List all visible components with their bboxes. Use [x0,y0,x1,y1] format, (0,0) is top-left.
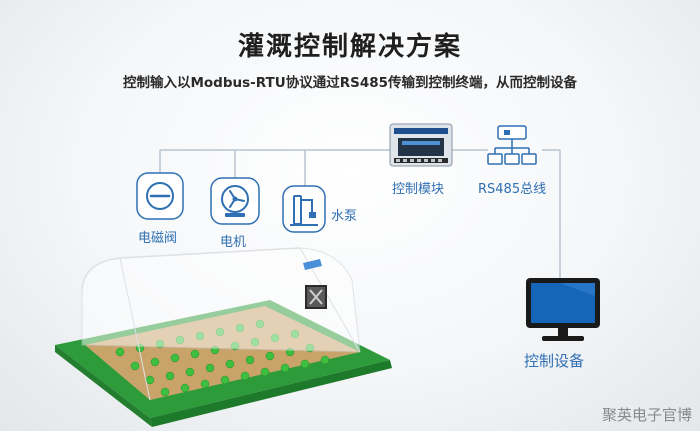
motor-icon [210,177,260,225]
diagram-title: 灌溉控制解决方案 [237,32,462,62]
watermark: 聚英电子官博 [601,406,692,424]
label-water-pump: 水泵 [331,209,358,224]
greenhouse-icon [55,247,392,427]
monitor-icon [526,278,600,341]
label-solenoid-valve: 电磁阀 [138,231,178,246]
label-control-device: 控制设备 [524,352,585,370]
diagram-subtitle: 控制输入以Modbus-RTU协议通过RS485传输到控制终端，从而控制设备 [122,75,578,91]
label-rs485-bus: RS485总线 [478,182,547,197]
solenoid-valve-icon [136,172,184,220]
label-control-module: 控制模块 [392,182,445,197]
network-topology-icon [487,125,537,165]
control-module-image [389,123,453,167]
water-pump-icon [282,185,326,233]
connection-lines [159,149,561,278]
label-motor: 电机 [220,235,247,250]
